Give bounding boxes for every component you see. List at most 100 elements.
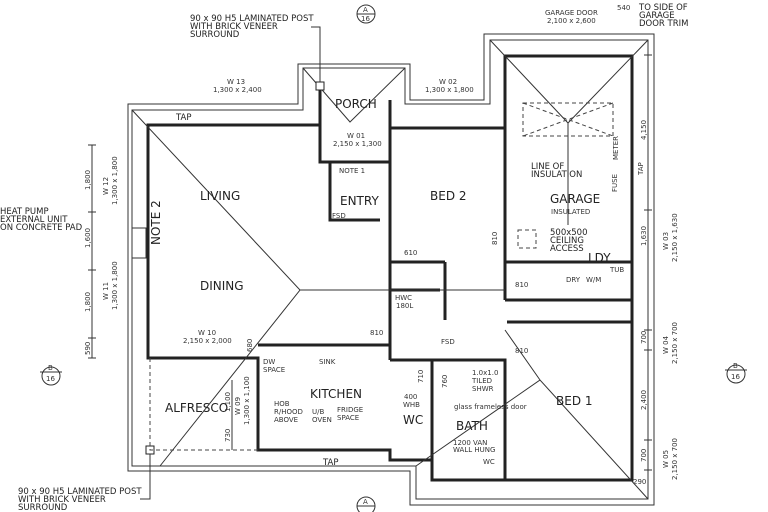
door-dim-710: 710 [417,370,425,383]
svg-text:ACCESS: ACCESS [550,244,584,254]
window-w01: W 01 [347,132,365,140]
section-marker-b-right: B 16 [725,362,747,384]
svg-text:2,150 x 700: 2,150 x 700 [671,322,679,364]
door-dim-810-bed2: 810 [491,232,499,245]
vanity-label: 1200 VAN [453,439,487,447]
svg-text:2,100 x 2,600: 2,100 x 2,600 [547,17,596,25]
fridge-space: SPACE [337,414,359,422]
svg-text:ABOVE: ABOVE [274,416,298,424]
svg-text:1,300 x 2,400: 1,300 x 2,400 [213,86,262,94]
post-porch [315,81,325,91]
svg-text:HEAT PUMP: HEAT PUMP [0,207,49,217]
door-dim-810-bed1: 810 [515,347,528,355]
note-post-bottom: 90 x 90 H5 LAMINATED POST WITH BRICK VEN… [18,487,142,512]
dim-left-1: 1,800 [84,170,92,190]
svg-text:DOOR TRIM: DOOR TRIM [639,19,688,29]
dw-label: DW [263,358,275,366]
section-marker-a-top: A 16 [356,4,376,24]
dim-alfresco-1: 1,100 [224,392,232,412]
svg-text:2,150 x 2,000: 2,150 x 2,000 [183,337,232,345]
svg-text:2,150 x 1,300: 2,150 x 1,300 [333,140,382,148]
window-w04: W 04 [662,335,670,354]
section-marker-a-bottom: A [356,496,376,512]
section-marker-b-left: B 16 [40,364,62,386]
ceiling-access-hatch [522,102,614,137]
svg-text:B: B [48,364,53,372]
svg-text:1,300 x 1,800: 1,300 x 1,800 [111,156,119,205]
svg-text:GARAGE: GARAGE [639,11,675,21]
tub-label: TUB [609,266,624,274]
sink-label: SINK [319,358,336,366]
svg-text:A: A [363,498,368,506]
dim-right-6: 290 [633,478,646,486]
fsd-label: FSD [441,338,455,346]
svg-text:1.0x1.0: 1.0x1.0 [472,369,498,377]
window-w09: W 09 [234,397,242,415]
note-garage-door: GARAGE DOOR 2,100 x 2,600 [545,9,598,25]
door-trim-dim: 540 [617,4,630,12]
window-w11: W 11 [102,282,110,300]
svg-text:1,300 x 1,100: 1,300 x 1,100 [243,376,251,425]
fridge-label: FRIDGE [337,406,363,414]
exterior-walls [146,54,634,482]
svg-text:EXTERNAL UNIT: EXTERNAL UNIT [0,215,68,225]
room-laundry: LDY [588,251,611,265]
glass-door-label: glass frameless door [454,403,527,411]
room-bed2: BED 2 [430,189,467,203]
whb-label: WHB [403,401,420,409]
dimension-lines [88,54,652,480]
svg-text:WITH BRICK VENEER: WITH BRICK VENEER [190,22,278,32]
note-2: NOTE 2 [149,200,163,245]
garage-insulated: INSULATED [551,208,590,216]
svg-text:90 x 90 H5 LAMINATED POST: 90 x 90 H5 LAMINATED POST [18,487,142,497]
room-bath: BATH [456,419,488,433]
fsd-label-entry: FSD [332,212,346,220]
door-dim-760: 760 [441,375,449,388]
room-garage: GARAGE [550,192,600,206]
svg-text:1,300 x 1,800: 1,300 x 1,800 [111,261,119,310]
tap-label-top: TAP [175,113,191,123]
svg-text:CEILING: CEILING [550,236,584,246]
room-dining: DINING [200,279,244,293]
svg-text:16: 16 [46,375,55,383]
note-door-trim: TO SIDE OF GARAGE DOOR TRIM [638,3,688,29]
room-porch: PORCH [335,97,377,111]
window-w05: W 05 [662,450,670,468]
tap-label-garage: TAP [637,162,645,176]
dim-right-1: 4,150 [640,120,648,140]
fuse-label: FUSE [611,174,619,192]
hwc-label: HWC [395,294,412,302]
svg-text:LINE OF: LINE OF [531,162,564,172]
svg-text:1,300 x 1,800: 1,300 x 1,800 [425,86,474,94]
dim-left-3: 1,800 [84,292,92,312]
dw-space: SPACE [263,366,285,374]
room-entry: ENTRY [340,194,379,208]
vanity-wall-hung: WALL HUNG [453,446,495,454]
oven-label: U/B [312,408,324,416]
svg-text:GARAGE DOOR: GARAGE DOOR [545,9,598,17]
room-bed1: BED 1 [556,394,593,408]
hwc-capacity: 180L [396,302,413,310]
svg-text:INSULATION: INSULATION [531,170,582,180]
meter-label: METER [612,136,620,160]
svg-text:SURROUND: SURROUND [190,30,240,40]
room-living: LIVING [200,189,240,203]
note-post-top: 90 x 90 H5 LAMINATED POST WITH BRICK VEN… [190,14,314,40]
window-w13: W 13 [227,78,245,86]
window-w03: W 03 [662,232,670,250]
svg-text:SURROUND: SURROUND [18,503,68,512]
svg-text:ON CONCRETE PAD: ON CONCRETE PAD [0,223,83,233]
svg-text:WITH BRICK VENEER: WITH BRICK VENEER [18,495,106,505]
shower-label: 1.0x1.0 TILED SHWR [471,369,498,393]
svg-text:HOB: HOB [274,400,290,408]
room-alfresco: ALFRESCO [165,401,228,415]
dim-alfresco-3: 680 [246,339,254,352]
svg-text:TILED: TILED [471,377,492,385]
door-dim-610: 610 [404,249,417,257]
oven-label-2: OVEN [312,416,332,424]
window-w02: W 02 [439,78,457,86]
svg-text:TO SIDE OF: TO SIDE OF [638,3,688,13]
whb-size: 400 [404,393,417,401]
note-1: NOTE 1 [339,167,365,175]
